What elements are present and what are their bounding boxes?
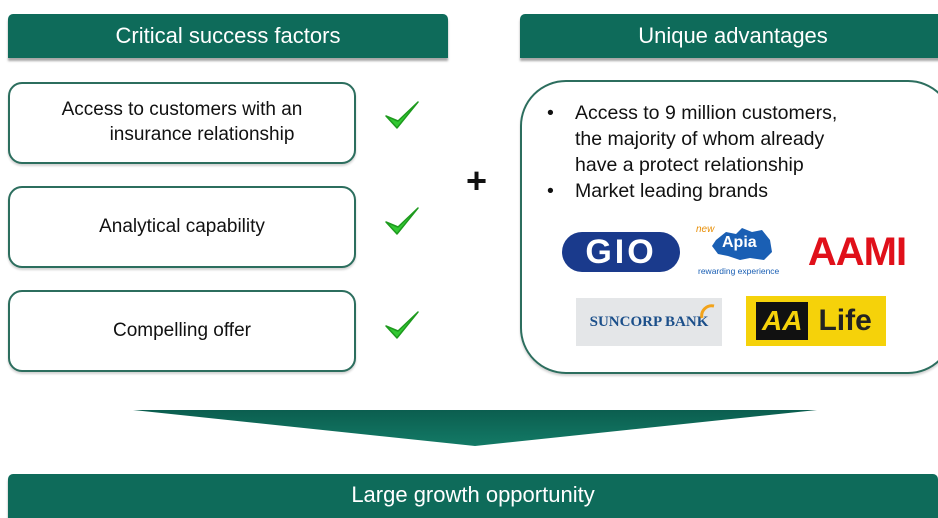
factor-box-analytical: Analytical capability [8,186,356,268]
aami-logo: AAMI [796,230,918,274]
check-icon [385,101,419,129]
life-logo-text: Life [818,304,872,337]
down-arrow-icon [133,410,817,446]
unique-advantages-header: Unique advantages [520,14,938,58]
apia-logo: new Apia rewarding experience [696,224,790,278]
advantage-item: Market leading brands [545,178,925,204]
apia-new-tag: new [696,224,715,235]
aa-life-logo: AA Life [746,296,886,346]
factor-line: Compelling offer [112,319,251,341]
plus-sign: + [466,160,488,201]
gio-logo: GIO [562,232,680,272]
growth-opportunity-footer: Large growth opportunity [8,474,938,518]
factor-line: insurance relationship [109,124,295,145]
suncorp-bank-logo: SUNCORP BANK [576,298,722,346]
advantages-list: Access to 9 million customers, the major… [545,100,925,204]
factor-box-customers: Access to customers with an insurance re… [8,82,356,164]
check-icon [385,207,419,235]
aami-logo-text: AAMI [807,229,907,274]
critical-success-factors-title: Critical success factors [115,23,341,48]
unique-advantages-title: Unique advantages [638,23,828,48]
factor-line: Analytical capability [99,215,265,237]
advantage-item: Access to 9 million customers, the major… [545,100,925,178]
check-icon [385,311,419,339]
apia-logo-text: Apia [722,234,757,251]
suncorp-bank-logo-text: SUNCORP BANK [589,313,709,330]
critical-success-factors-header: Critical success factors [8,14,448,58]
aa-logo-text: AA [756,302,809,340]
gio-logo-text: GIO [585,232,657,271]
factor-box-offer: Compelling offer [8,290,356,372]
growth-opportunity-text: Large growth opportunity [351,482,595,507]
australia-map-icon [712,228,772,260]
apia-slogan: rewarding experience [698,266,780,276]
factor-line: Access to customers with an [61,99,303,121]
sun-swoosh-icon [700,304,715,319]
